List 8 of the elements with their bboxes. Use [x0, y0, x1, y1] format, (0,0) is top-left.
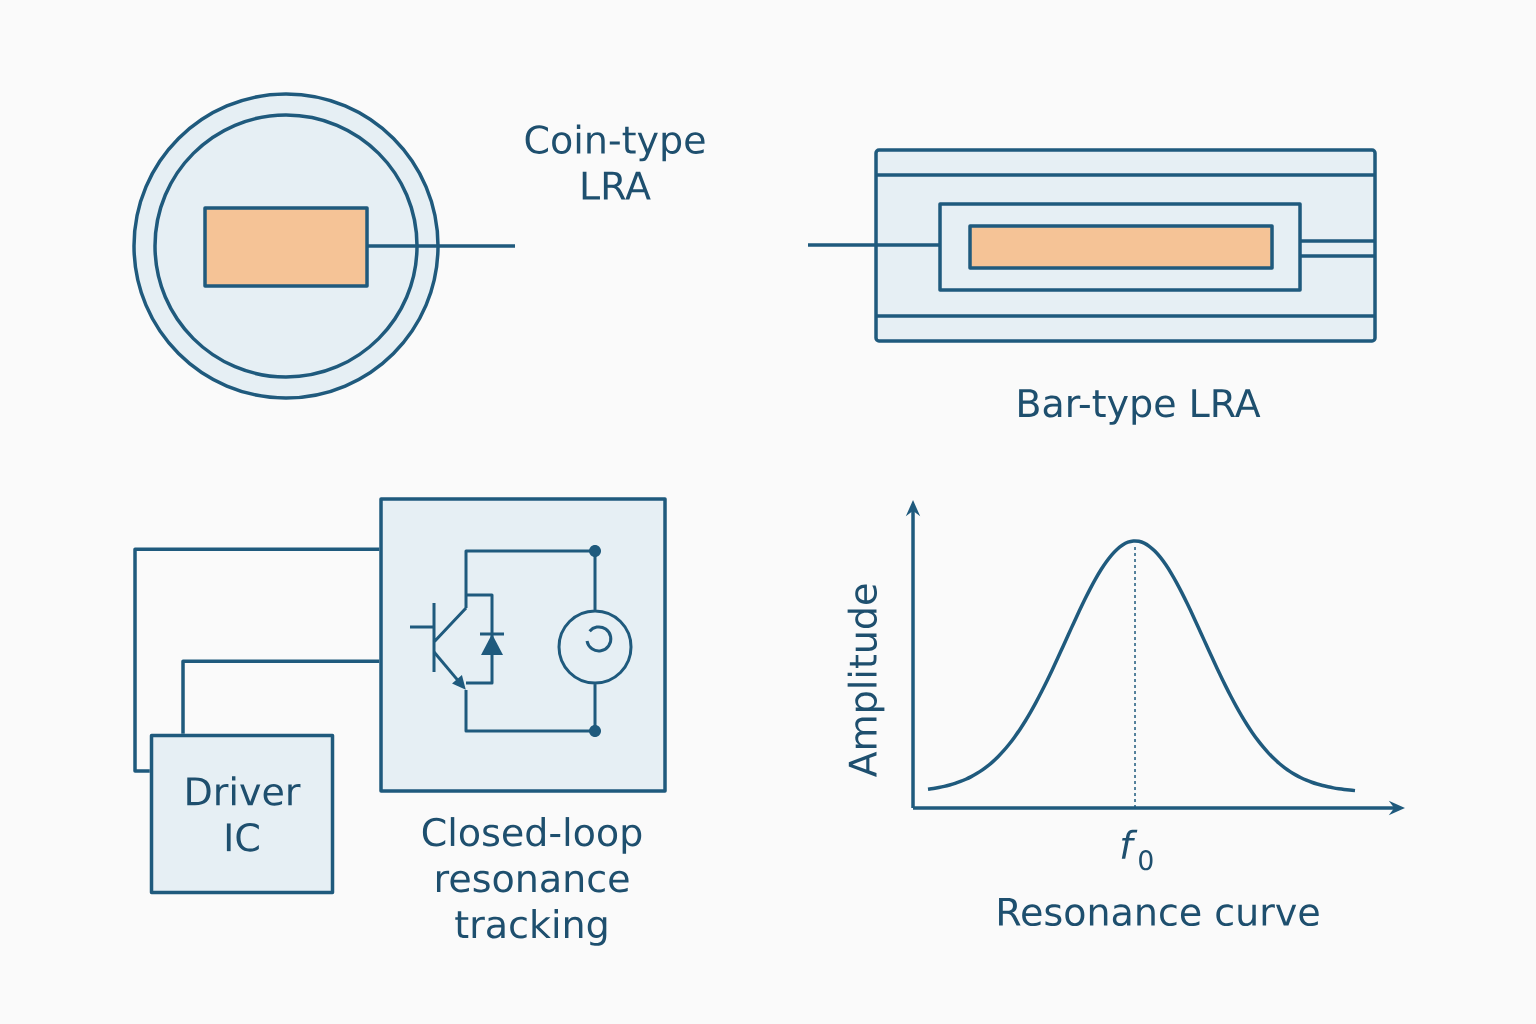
axis-tick-label: f$_{0}$ — [1121, 829, 1153, 871]
node-label: Closed-loop resonance tracking — [422, 817, 642, 946]
axis-label: Amplitude — [847, 584, 885, 778]
lra-label: Coin-type LRA — [525, 124, 705, 200]
circuit-box: Closed-loop resonance tracking — [379, 497, 667, 946]
lra-label: Bar-type LRA — [1019, 389, 1261, 425]
chart-title: Resonance curve — [999, 897, 1319, 927]
driver-ic-box: Driver IC — [149, 733, 335, 895]
